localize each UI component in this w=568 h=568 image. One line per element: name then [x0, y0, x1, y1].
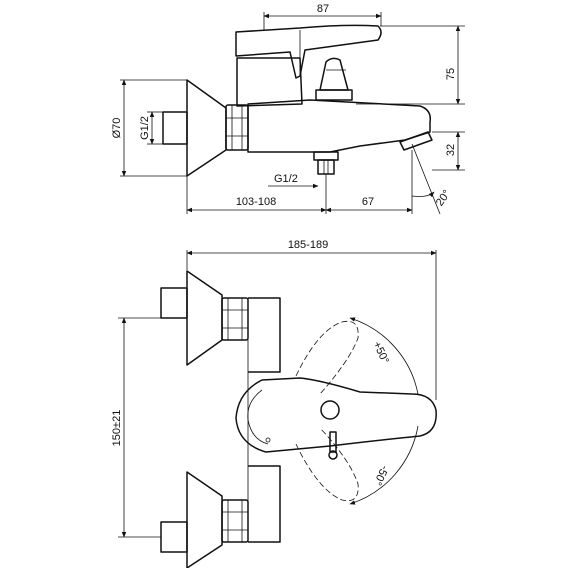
dim-spacing-150: 150±21 [111, 410, 123, 447]
side-outlet-fitting [313, 151, 339, 175]
dim-height-75: 75 [445, 68, 457, 80]
dim-angle-plus50: +50° [370, 340, 391, 366]
dim-thread-inlet: G1/2 [139, 116, 151, 140]
top-body-column [248, 297, 281, 543]
dim-angle-minus50: -50° [371, 464, 390, 487]
side-diverter-knob [319, 57, 349, 91]
top-lever-pivot [320, 400, 340, 420]
dim-height-32: 32 [445, 144, 457, 156]
top-lever-plus50 [295, 320, 359, 395]
side-cartridge-housing [236, 57, 303, 107]
side-spout-nozzle [399, 131, 433, 151]
dim-diameter-70: Ø70 [111, 118, 123, 139]
dim-depth-103-108: 103-108 [236, 196, 276, 208]
side-body [247, 99, 432, 153]
dim-length-67: 67 [362, 196, 374, 208]
top-inlet-upper [160, 270, 249, 366]
side-escutcheon [186, 79, 227, 177]
side-view: 87 75 32 Ø70 G1/2 G1/2 103-108 67 20° [111, 3, 465, 215]
top-view: 185-189 [111, 239, 437, 568]
side-wall-connector [162, 111, 188, 145]
dim-width-185-189: 185-189 [288, 239, 328, 251]
top-lever-handle [235, 377, 437, 453]
top-inlet-lower [160, 471, 249, 568]
dim-width-87: 87 [317, 3, 329, 15]
top-lever-minus50 [295, 427, 359, 502]
side-lever-handle [235, 24, 382, 79]
side-hex-nut [225, 104, 249, 151]
dim-thread-outlet: G1/2 [274, 173, 298, 185]
